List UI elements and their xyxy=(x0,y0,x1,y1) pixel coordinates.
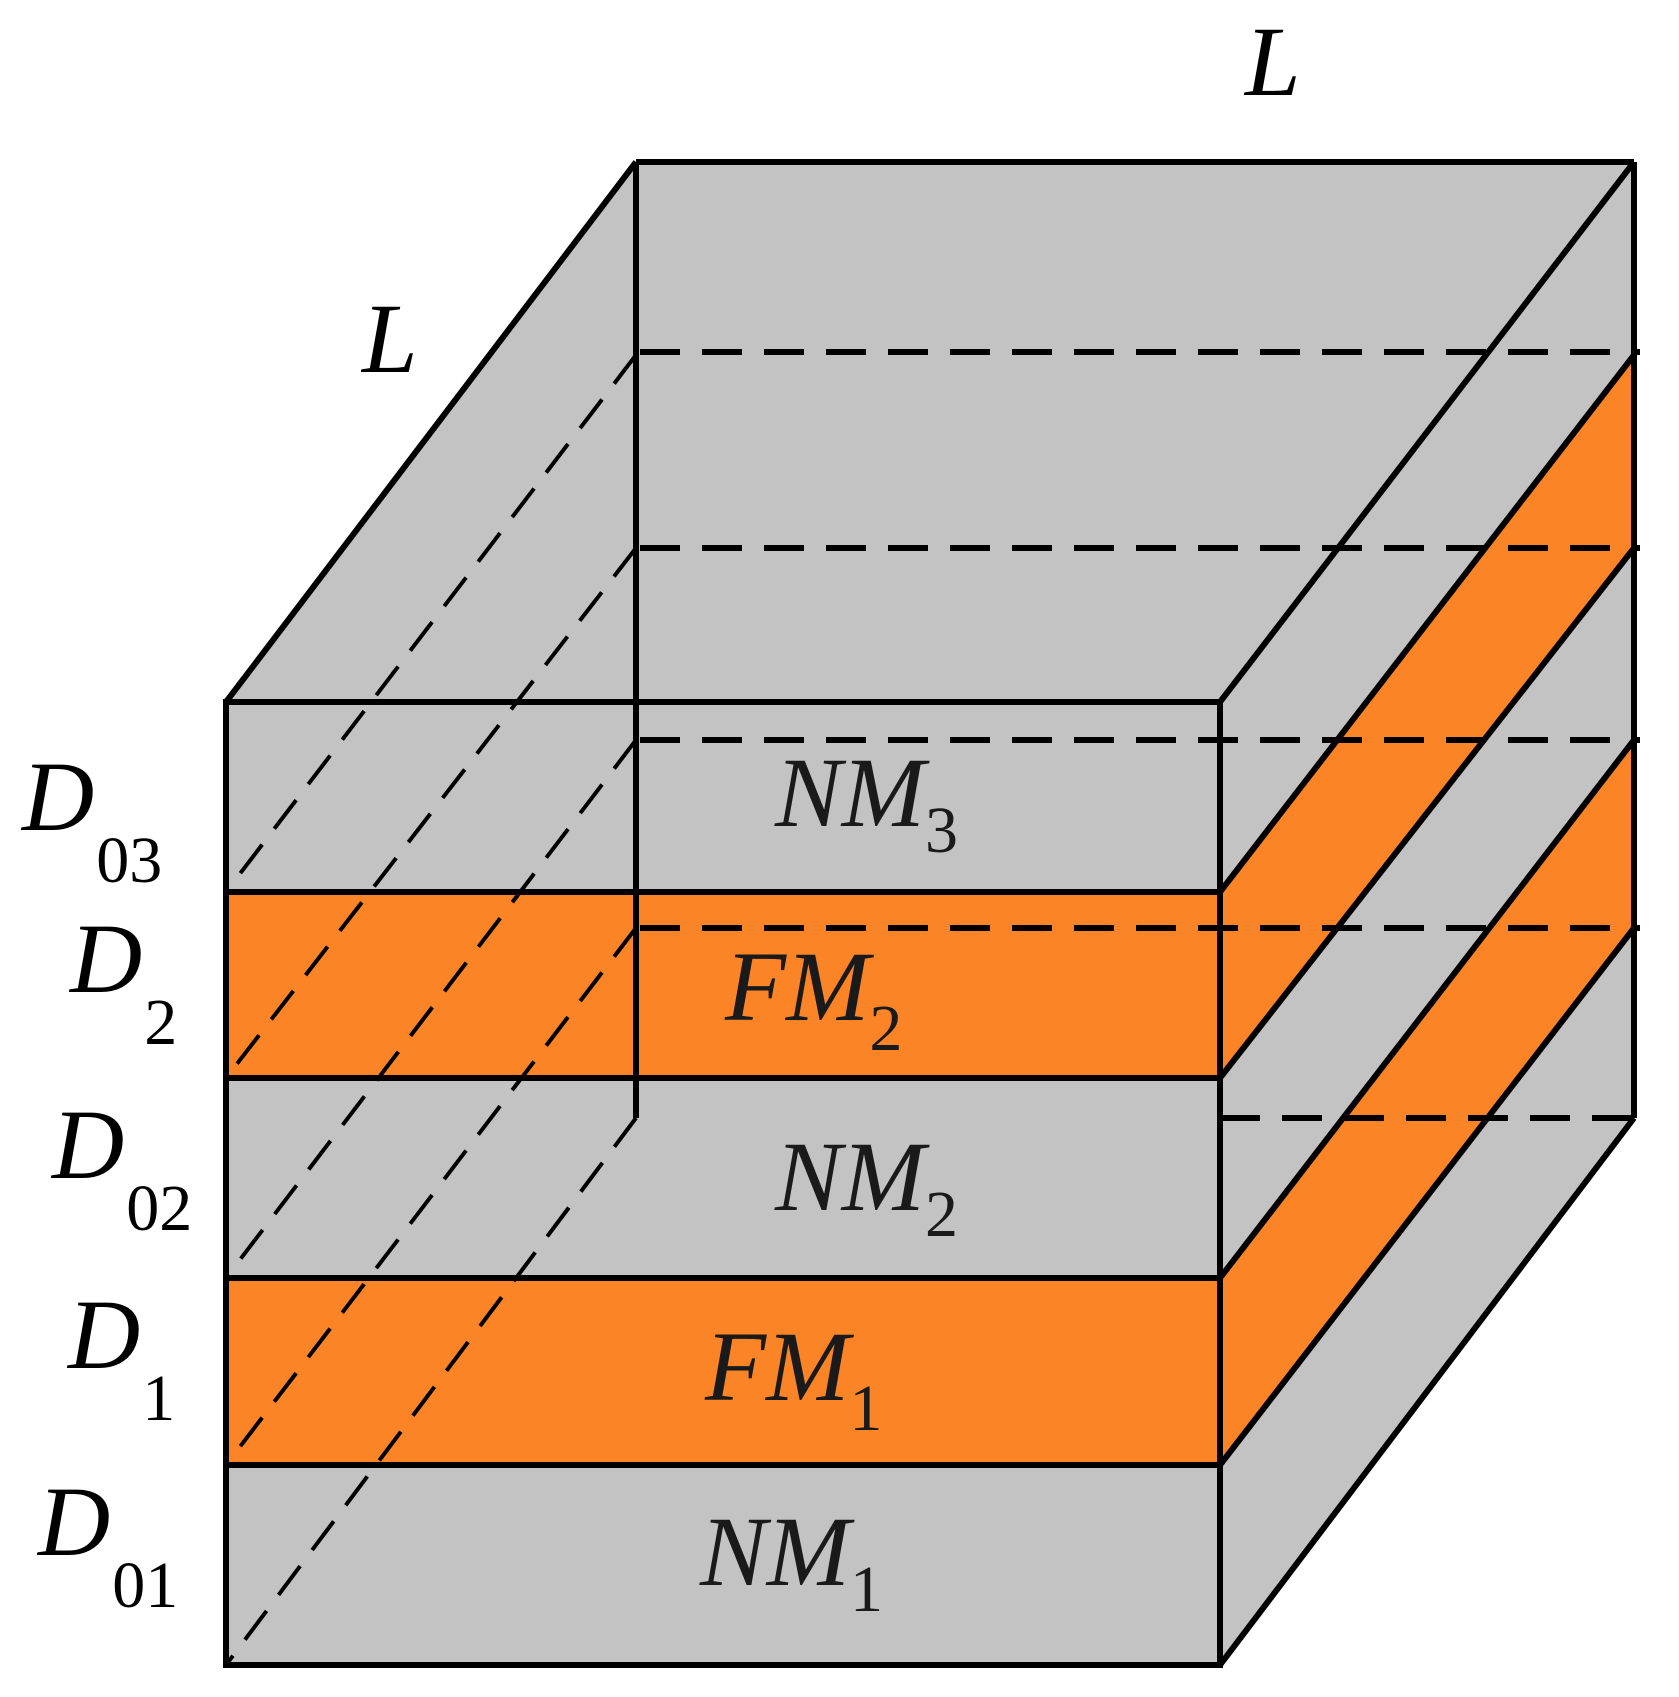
right-layer-FM1 xyxy=(1220,740,1634,1465)
dimension-label-top: L xyxy=(1243,6,1301,117)
visible-edges xyxy=(223,159,1637,1668)
thickness-label-D02: D02 xyxy=(50,1089,192,1245)
layer-label-FM1: FM1 xyxy=(704,1311,882,1445)
layer-label-FM2: FM2 xyxy=(724,931,902,1065)
front-layer-NM3 xyxy=(226,702,1220,892)
thickness-label-D1: D1 xyxy=(66,1279,175,1435)
right-layer-NM2 xyxy=(1220,548,1634,1278)
front-layer-FM1 xyxy=(226,1278,1220,1465)
hidden-back-lines xyxy=(640,349,1640,1121)
layer-label-NM2: NM2 xyxy=(774,1121,958,1251)
thickness-label-D03: D03 xyxy=(20,741,162,897)
front-layer-FM2 xyxy=(226,892,1220,1078)
right-layer-NM3 xyxy=(1220,162,1634,892)
thickness-label-D01: D01 xyxy=(36,1466,178,1622)
front-layer-NM2 xyxy=(226,1078,1220,1278)
right-layer-NM1 xyxy=(1220,928,1634,1665)
layer-label-NM1: NM1 xyxy=(699,1496,883,1626)
dimension-label-side: L xyxy=(360,283,418,394)
front-layer-NM1 xyxy=(226,1465,1220,1665)
layer-label-NM3: NM3 xyxy=(774,737,958,867)
hidden-left-diagonals xyxy=(224,353,638,1667)
right-layer-FM2 xyxy=(1220,355,1634,1078)
thickness-label-D2: D2 xyxy=(68,903,177,1059)
